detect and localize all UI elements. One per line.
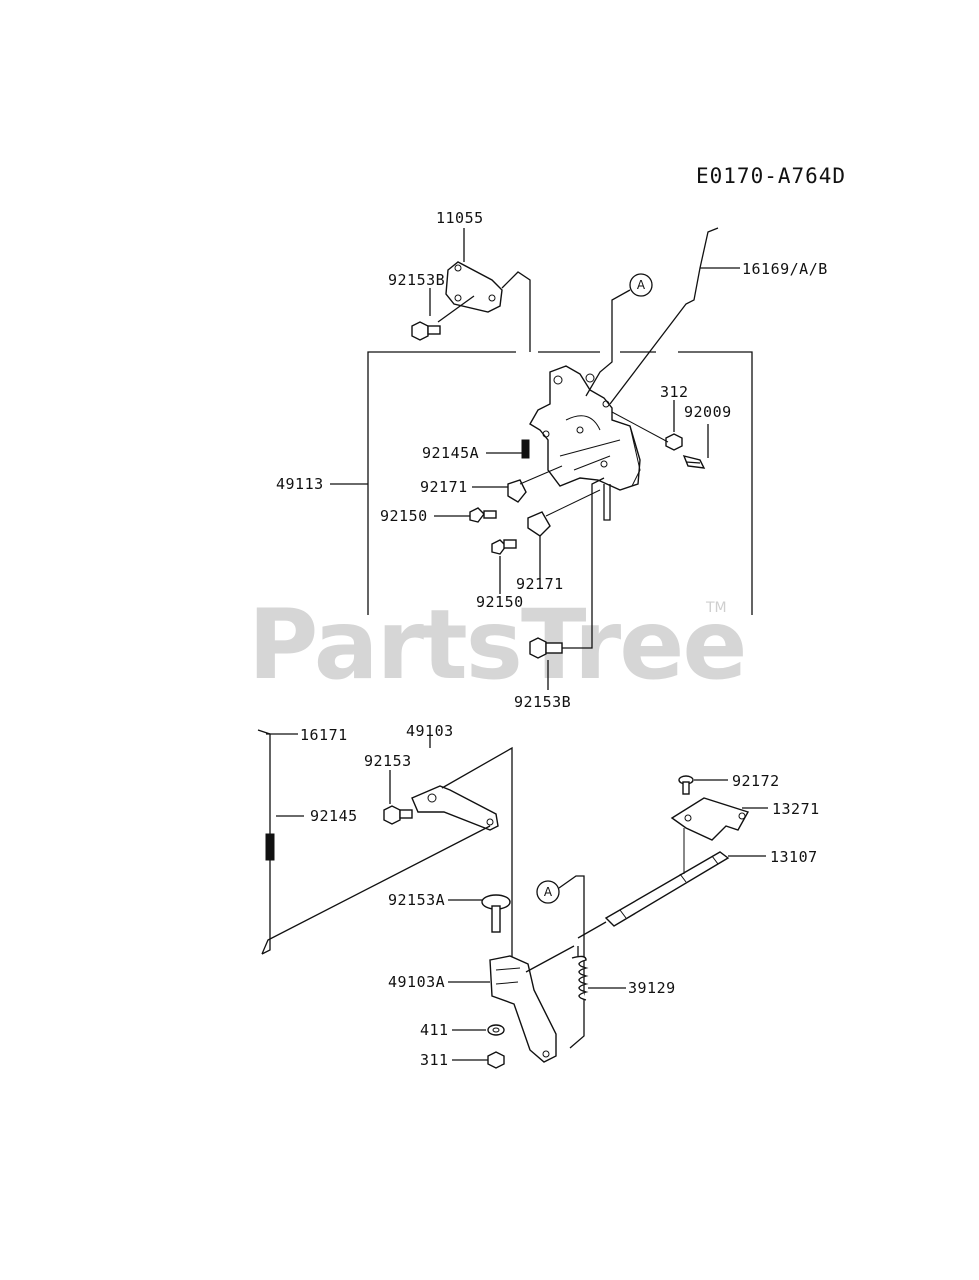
label-13271[interactable]: 13271 bbox=[772, 800, 820, 818]
callout-a-upper: A bbox=[585, 273, 653, 397]
label-92145A[interactable]: 92145A bbox=[422, 444, 479, 462]
spring-39129[interactable] bbox=[571, 946, 626, 1001]
label-92153[interactable]: 92153 bbox=[364, 752, 412, 770]
screw-92150-left[interactable] bbox=[434, 507, 497, 523]
label-13107[interactable]: 13107 bbox=[770, 848, 818, 866]
watermark: PartsTree bbox=[248, 589, 745, 701]
label-311[interactable]: 311 bbox=[420, 1051, 449, 1069]
plate-13271[interactable] bbox=[670, 797, 768, 874]
label-92150-bottom[interactable]: 92150 bbox=[476, 593, 524, 611]
callout-a-lower: A bbox=[536, 875, 585, 1049]
label-16171[interactable]: 16171 bbox=[300, 726, 348, 744]
washer-411[interactable] bbox=[452, 1024, 505, 1036]
nut-312[interactable] bbox=[665, 400, 683, 451]
shaft-13107[interactable] bbox=[577, 851, 766, 939]
label-92153A[interactable]: 92153A bbox=[388, 891, 445, 909]
label-16169[interactable]: 16169/A/B bbox=[742, 260, 828, 278]
label-49113[interactable]: 49113 bbox=[276, 475, 324, 493]
assembly-bracket-49113 bbox=[330, 351, 753, 615]
label-92172[interactable]: 92172 bbox=[732, 772, 780, 790]
label-92009[interactable]: 92009 bbox=[684, 403, 732, 421]
svg-text:A: A bbox=[544, 885, 553, 899]
label-92153B-top[interactable]: 92153B bbox=[388, 271, 445, 289]
clip-92171-left[interactable] bbox=[472, 465, 563, 503]
spring-92145[interactable] bbox=[265, 815, 304, 861]
bolt-92153B-bottom[interactable] bbox=[529, 477, 611, 690]
label-92171-bottom[interactable]: 92171 bbox=[516, 575, 564, 593]
nut-311[interactable] bbox=[452, 1051, 505, 1069]
spring-92145A[interactable] bbox=[486, 439, 530, 459]
label-11055[interactable]: 11055 bbox=[436, 209, 484, 227]
clip-92171-bottom[interactable] bbox=[527, 489, 601, 578]
label-92150-left[interactable]: 92150 bbox=[380, 507, 428, 525]
rod-16171[interactable] bbox=[257, 729, 298, 955]
label-49103[interactable]: 49103 bbox=[406, 722, 454, 740]
label-49103A[interactable]: 49103A bbox=[388, 973, 445, 991]
diagram-code: E0170-A764D bbox=[696, 164, 846, 188]
bracket-49113[interactable] bbox=[529, 365, 641, 491]
label-39129[interactable]: 39129 bbox=[628, 979, 676, 997]
plate-11055[interactable] bbox=[437, 228, 531, 352]
pin-92153A[interactable] bbox=[448, 894, 511, 933]
screw-92172[interactable] bbox=[678, 775, 728, 795]
labels: 11055 92153B 16169/A/B 312 92009 92145A … bbox=[276, 209, 828, 1069]
rod-16169[interactable] bbox=[609, 227, 740, 405]
label-411[interactable]: 411 bbox=[420, 1021, 449, 1039]
svg-text:A: A bbox=[637, 278, 646, 292]
bolt-92153B-top[interactable] bbox=[411, 288, 441, 341]
bolt-92153[interactable] bbox=[383, 770, 413, 825]
label-312[interactable]: 312 bbox=[660, 383, 689, 401]
label-92145[interactable]: 92145 bbox=[310, 807, 358, 825]
screw-92150-bottom[interactable] bbox=[491, 539, 517, 594]
label-92153B-bottom[interactable]: 92153B bbox=[514, 693, 571, 711]
label-92171-left[interactable]: 92171 bbox=[420, 478, 468, 496]
bolt-92009[interactable] bbox=[611, 411, 709, 469]
lever-49103[interactable] bbox=[261, 736, 513, 960]
watermark-trademark: TM bbox=[705, 600, 727, 616]
bracket-49103A[interactable] bbox=[448, 945, 575, 1063]
